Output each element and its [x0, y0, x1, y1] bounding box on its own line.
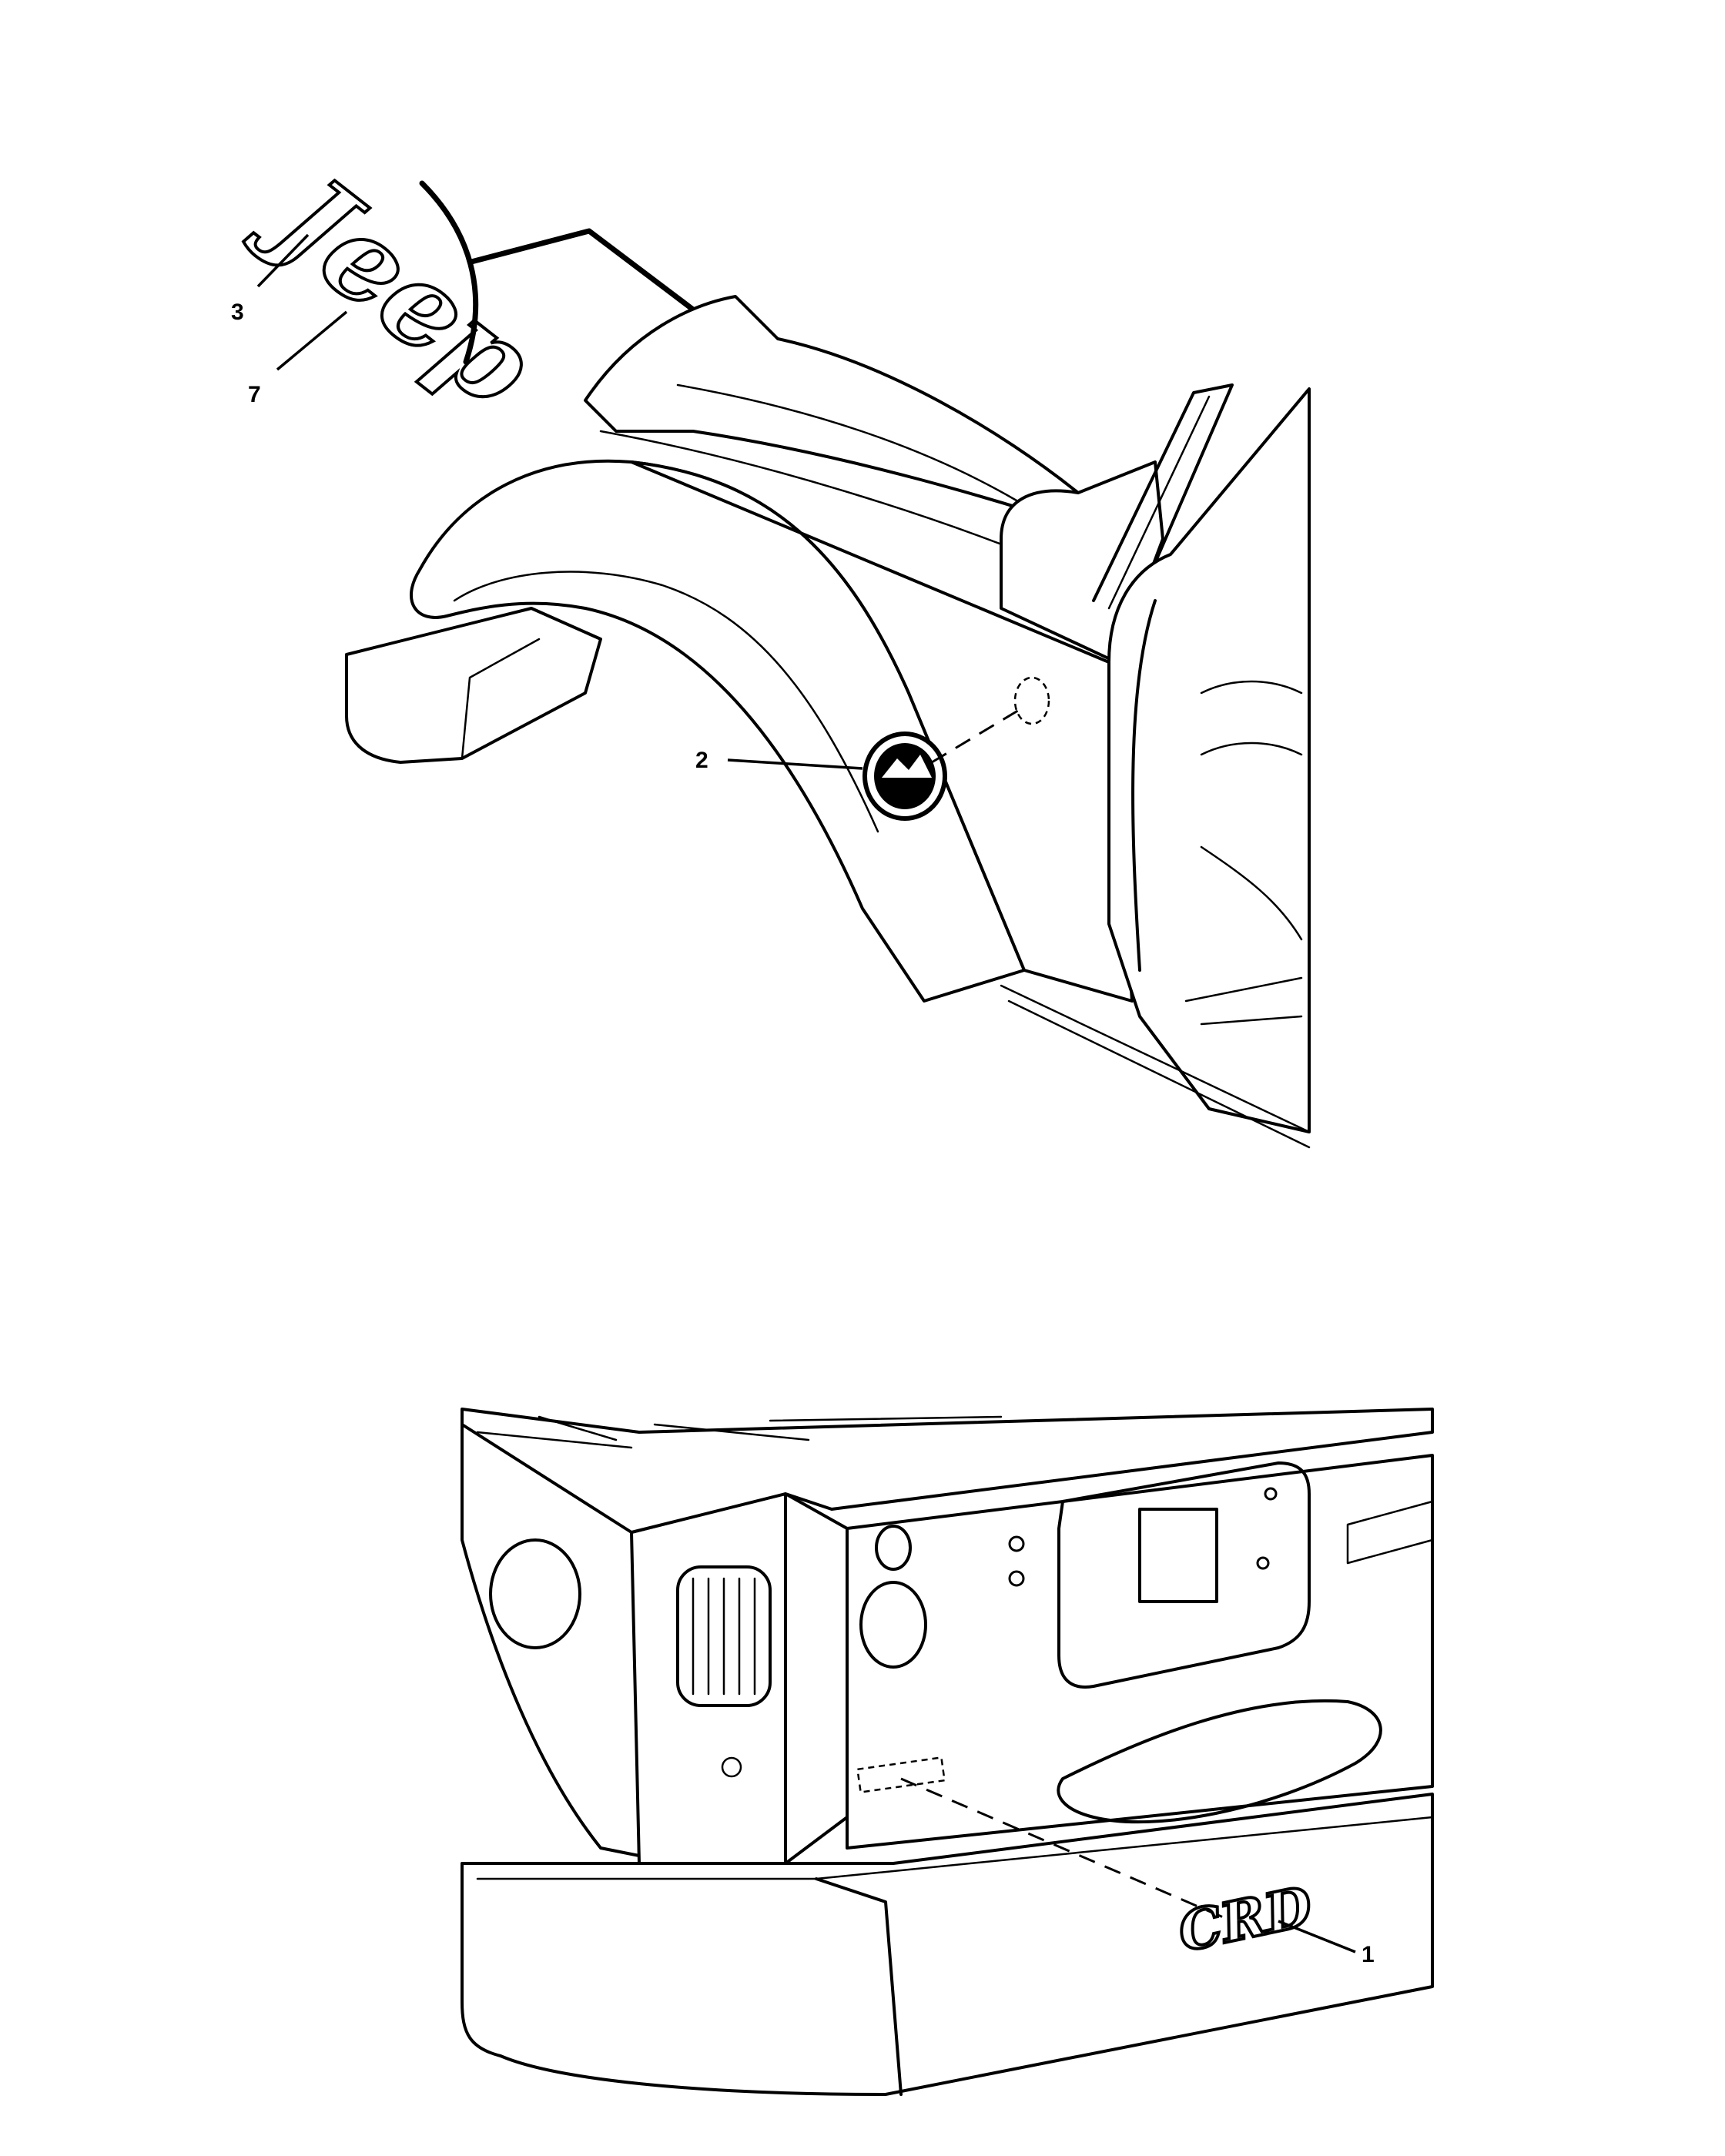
- front-bumper-end: [345, 607, 602, 764]
- tailgate-hinge: [1346, 1500, 1434, 1565]
- bed-interior-lines: [476, 1415, 1003, 1449]
- bumper-step: [461, 638, 541, 760]
- door-opening-frame: [1107, 387, 1311, 1133]
- rear-corner-view: CRD 1: [461, 1408, 1434, 2096]
- tail-lamp-bolt: [721, 1756, 742, 1778]
- detail-bracket-arc: [419, 180, 479, 365]
- spare-tire-mount: [1057, 1461, 1311, 1689]
- tailgate-marker: [875, 1525, 912, 1571]
- a-pillar: [1092, 383, 1234, 618]
- callout-1-label: 1: [1362, 1942, 1375, 1967]
- rear-quarter-panel: [461, 1423, 641, 1857]
- callout-3-label: 3: [231, 300, 244, 325]
- fender-flare-edge: [453, 571, 879, 833]
- callout-2-label: 2: [695, 748, 708, 773]
- fender-body: [630, 460, 1134, 1003]
- hood-crease: [676, 383, 1018, 502]
- rear-bumper: [461, 1793, 1434, 2096]
- rear-step-recess: [1057, 1699, 1382, 1824]
- bracket-leader-line: [468, 228, 696, 313]
- bumper-end-cap: [815, 1877, 903, 2096]
- quarter-reflector: [489, 1538, 581, 1649]
- tailgate-panel: [846, 1454, 1434, 1850]
- interior-floor: [1184, 976, 1303, 1026]
- callout-7-label: 7: [248, 382, 261, 407]
- a-pillar-inner: [1107, 395, 1211, 610]
- bumper-top-line: [476, 1816, 1434, 1880]
- fender-flare: [410, 459, 1026, 1003]
- license-plate-recess: [1138, 1508, 1218, 1603]
- badge-mount-location: [1013, 676, 1050, 725]
- tailgate-reflector: [859, 1581, 927, 1669]
- tailgate-bolt-holes: [1008, 1487, 1278, 1587]
- badge-mount-dashed-line: [931, 705, 1025, 764]
- bed-top-rail: [461, 1408, 1434, 1534]
- interior-seat-outline: [1200, 680, 1303, 941]
- front-fender-view: Jeep: [231, 139, 1311, 1149]
- callout-3-leader: [256, 233, 310, 288]
- callout-1-leader: [1278, 1920, 1356, 1953]
- rocker-sill: [1000, 984, 1311, 1149]
- callout-7-leader: [276, 310, 348, 371]
- door-opening-inner: [1131, 599, 1157, 972]
- callout-2-leader: [727, 758, 863, 770]
- crd-mount-dashed-line: [900, 1777, 1233, 1923]
- jeep-nameplate-text: Jeep: [239, 141, 559, 433]
- fender-badge: [862, 732, 947, 821]
- tail-lamp-lens: [676, 1565, 772, 1707]
- hood-panel: [584, 295, 1118, 541]
- tail-lamp-lens-ribs: [692, 1577, 756, 1696]
- jeep-nameplate-emblem: Jeep: [237, 139, 561, 434]
